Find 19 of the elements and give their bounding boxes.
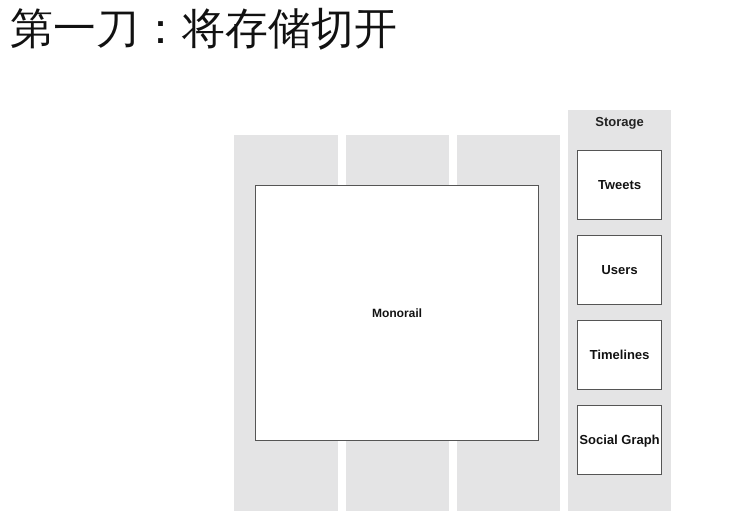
column-band <box>346 135 449 185</box>
storage-box <box>577 405 662 475</box>
storage-box <box>577 320 662 390</box>
storage-panel <box>568 110 671 511</box>
box-label: Timelines <box>590 347 650 363</box>
box-label: Tweets <box>598 177 642 193</box>
column-band <box>234 135 338 185</box>
column-band <box>457 135 560 185</box>
box-label: Monorail <box>372 306 422 320</box>
column-band <box>346 441 449 511</box>
box-label: Social Graph <box>579 432 660 448</box>
storage-box <box>577 235 662 305</box>
column-band <box>234 441 338 511</box>
application-box <box>255 185 539 441</box>
column-band <box>457 441 560 511</box>
box-label: Users <box>601 262 638 278</box>
panel-heading: Storage <box>594 114 645 129</box>
slide-title: 第一刀：将存储切开 <box>10 4 397 56</box>
storage-box <box>577 150 662 220</box>
